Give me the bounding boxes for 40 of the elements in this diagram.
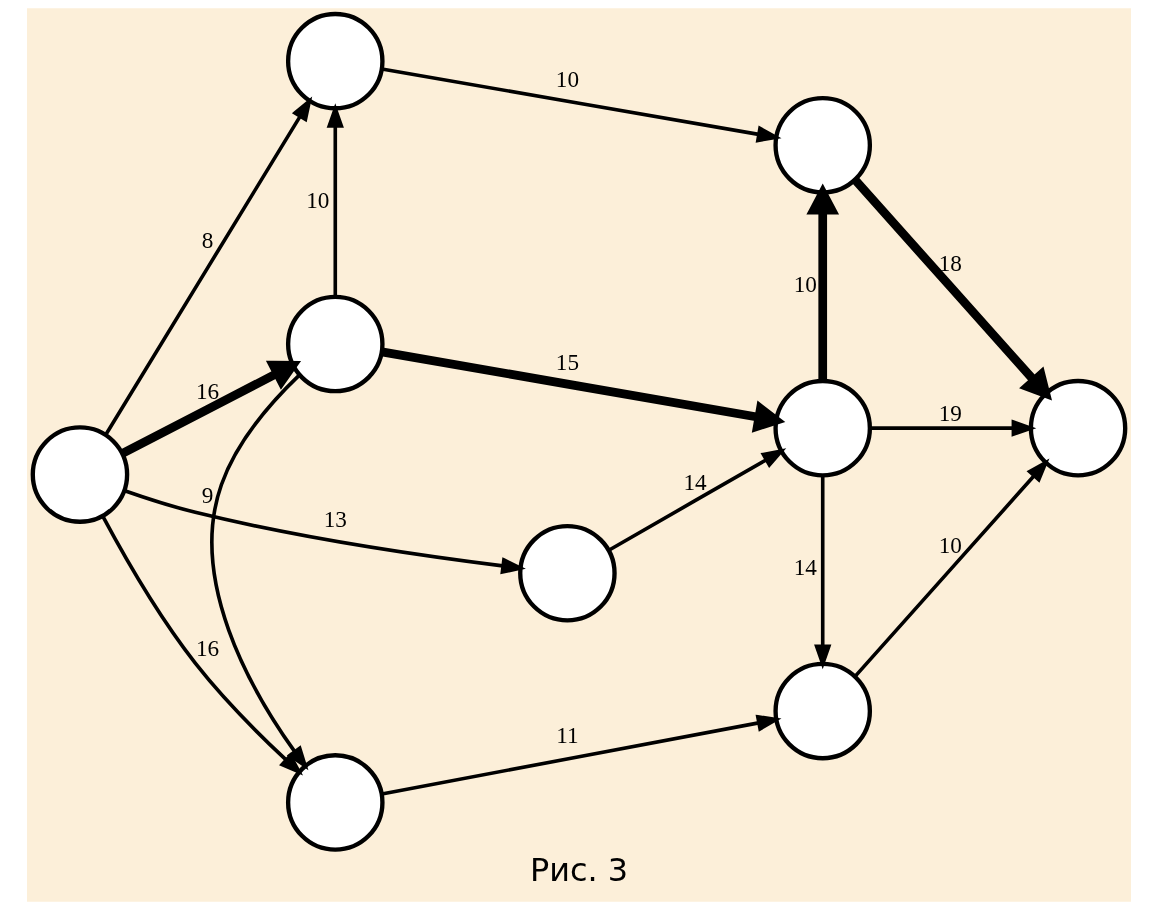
node-circle xyxy=(285,11,385,111)
node-circle xyxy=(772,378,872,478)
node-circle xyxy=(285,753,385,852)
node-circle xyxy=(772,661,872,761)
edge-label: 10 xyxy=(793,271,817,298)
node-circle xyxy=(285,294,385,394)
edge-label: 16 xyxy=(195,634,219,661)
arrow xyxy=(103,96,312,436)
edge-label: 13 xyxy=(323,505,347,532)
caption: Рис. 3 xyxy=(529,850,628,889)
edge-label: 10 xyxy=(305,187,329,214)
edge-label: 14 xyxy=(793,554,817,581)
edge-label: 10 xyxy=(555,65,579,92)
arrow xyxy=(813,475,831,670)
arrow xyxy=(123,489,526,575)
arrow xyxy=(381,67,781,143)
edge-label: 16 xyxy=(195,377,219,404)
edge-label: 10 xyxy=(938,531,962,558)
arrow xyxy=(607,448,786,552)
arrow xyxy=(120,360,301,458)
node-circle xyxy=(30,425,129,524)
node-circle xyxy=(772,95,872,195)
edge-label: 18 xyxy=(938,250,962,277)
edge-label: 19 xyxy=(938,399,962,426)
edge-label: 8 xyxy=(201,226,213,253)
edge-label: 14 xyxy=(682,469,707,496)
arrow xyxy=(853,458,1049,678)
arrow xyxy=(380,347,785,433)
edge-label: 15 xyxy=(555,348,579,375)
arrow xyxy=(100,515,303,776)
node-circle xyxy=(517,523,617,623)
arrow xyxy=(869,419,1036,437)
arrow xyxy=(851,177,1052,401)
arrow xyxy=(805,183,839,381)
arrow xyxy=(209,373,308,771)
node-circle xyxy=(1028,378,1127,478)
arrow xyxy=(326,103,344,297)
arrow xyxy=(381,714,781,796)
edge-label: 9 xyxy=(201,482,213,509)
edge-label: 11 xyxy=(555,721,579,748)
